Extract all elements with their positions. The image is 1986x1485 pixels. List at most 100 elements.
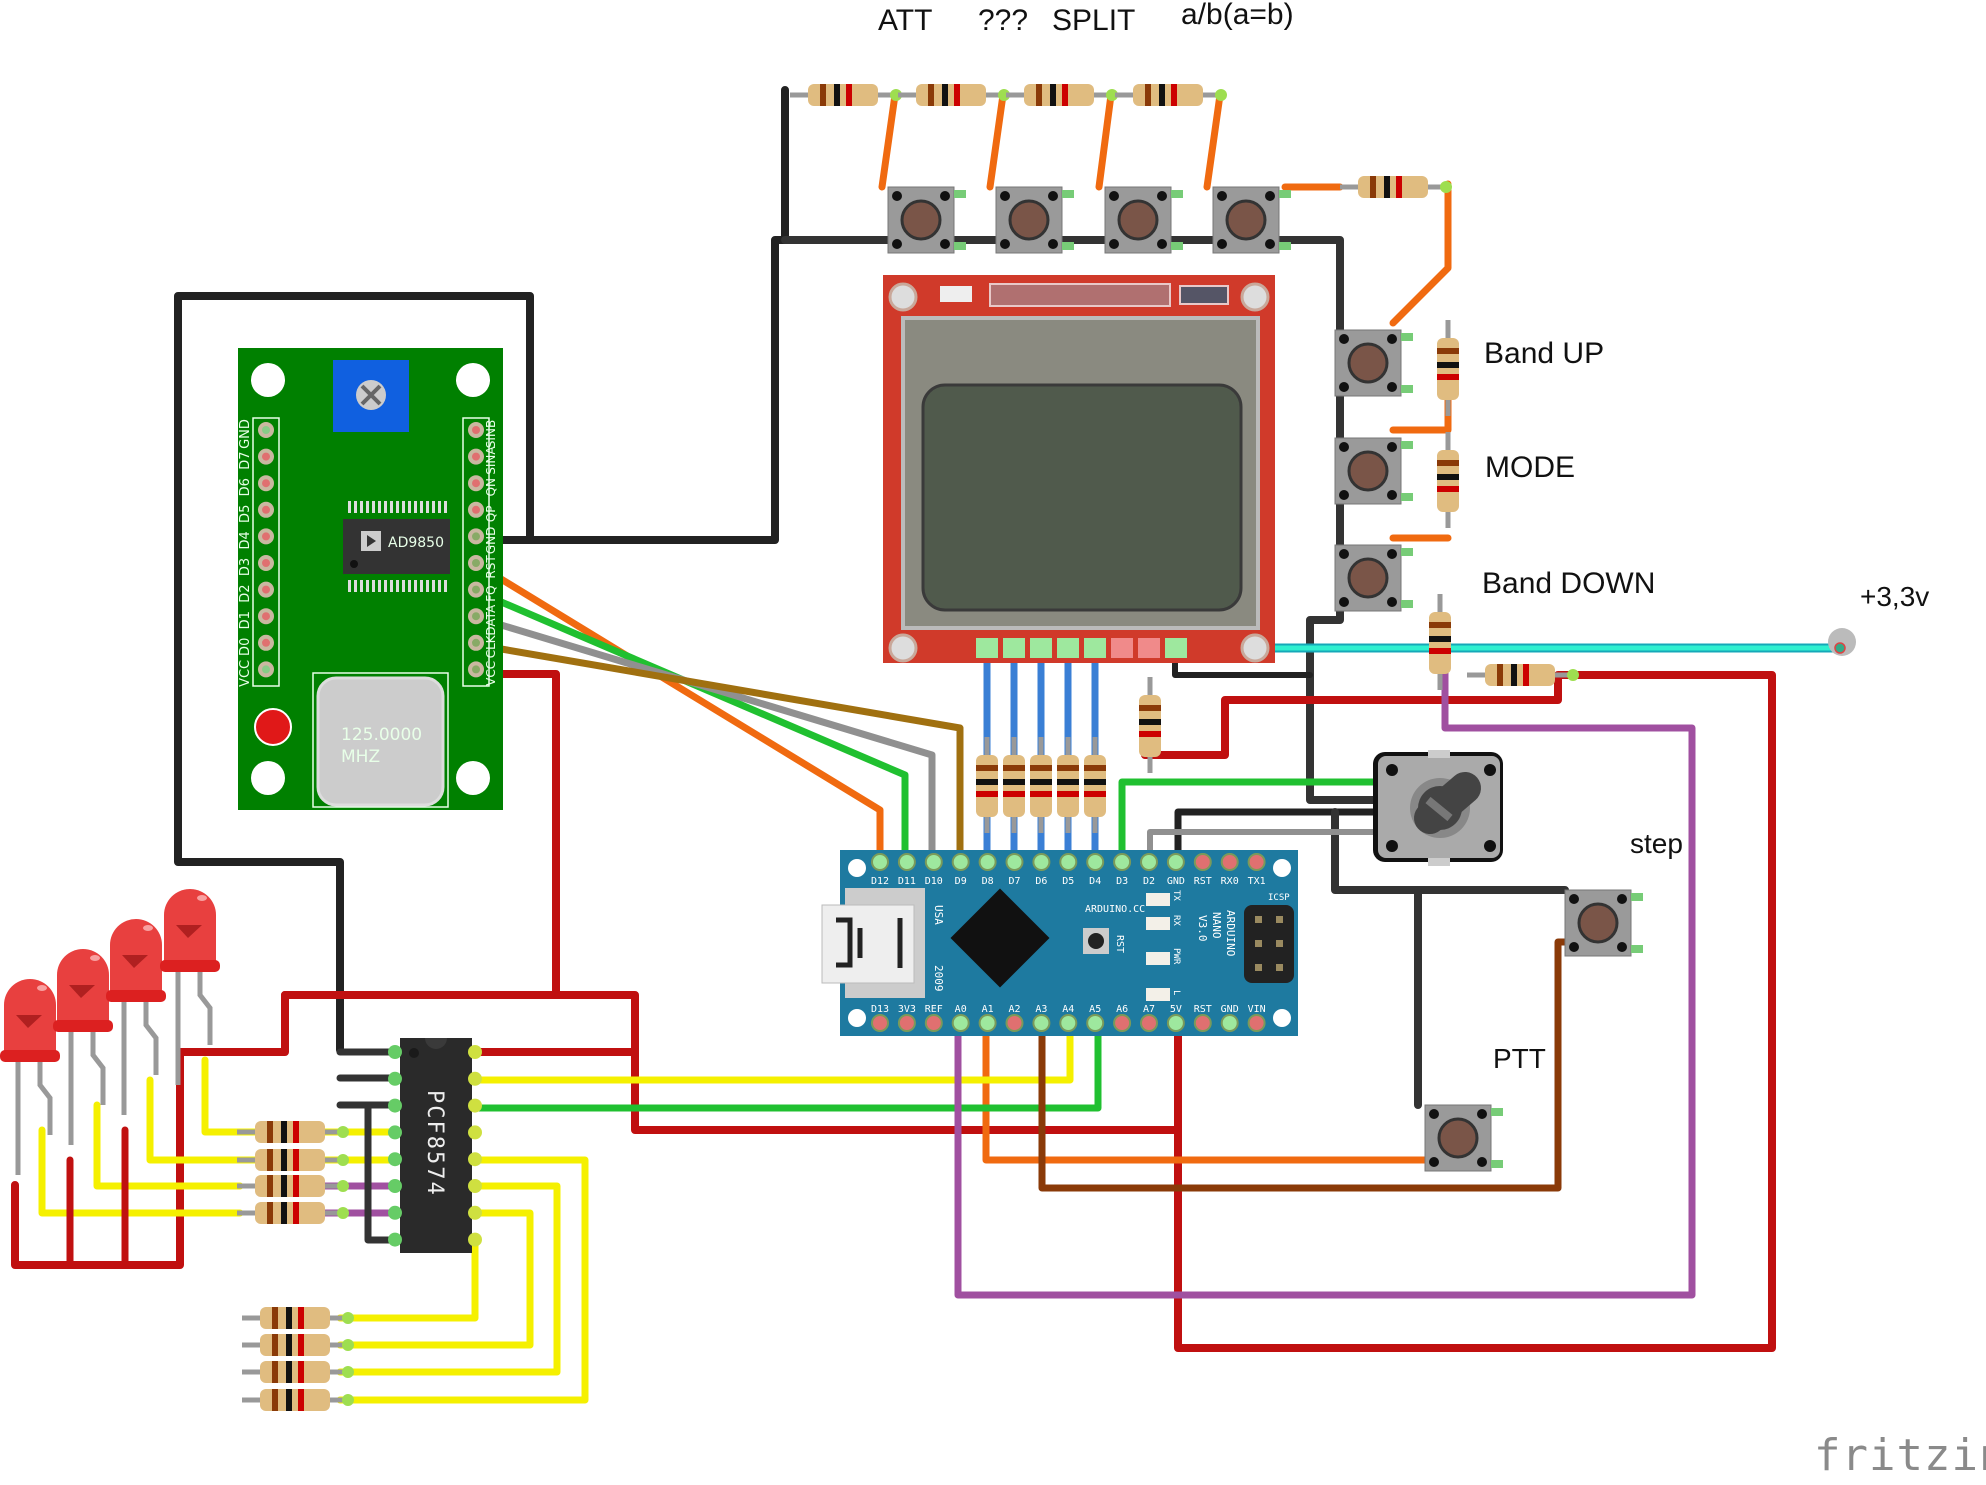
led-1[interactable] — [0, 979, 60, 1175]
led-2[interactable] — [53, 949, 113, 1145]
wire-fq-d11[interactable] — [474, 588, 909, 864]
resistor[interactable] — [1467, 664, 1579, 686]
pin-d4[interactable]: D4 — [238, 528, 274, 550]
pcf-pin-right[interactable] — [468, 1045, 482, 1059]
resistor[interactable] — [1030, 737, 1052, 833]
resistor[interactable] — [1006, 84, 1118, 106]
pin-fq[interactable]: FQ — [468, 581, 498, 602]
wire-p6[interactable] — [336, 1209, 534, 1349]
pin-qp[interactable]: QP — [468, 501, 498, 522]
nano-pin-d13[interactable]: D13 — [871, 1004, 889, 1032]
pin-gnd[interactable]: GND — [238, 419, 274, 449]
resistor[interactable] — [1003, 737, 1025, 833]
pin-d3[interactable]: D3 — [238, 555, 274, 576]
nokia5110-lcd[interactable] — [883, 275, 1275, 663]
nano-pin-5v[interactable]: 5V — [1166, 1004, 1185, 1032]
wire-gnd-nano[interactable] — [1174, 808, 1389, 864]
pcf-pin-left[interactable] — [388, 1205, 402, 1220]
lcd-pin[interactable] — [1111, 638, 1133, 658]
pcf-pin-left[interactable] — [388, 1125, 402, 1140]
nano-pin-a0[interactable]: A0 — [951, 1004, 970, 1032]
nano-pin-d10[interactable]: D10 — [925, 853, 943, 887]
wire-gnd-step[interactable] — [1331, 808, 1569, 894]
resistor[interactable] — [1057, 737, 1079, 833]
pcf-pin-right[interactable] — [468, 1098, 482, 1113]
pin-sinb[interactable]: SINB — [468, 420, 498, 448]
pcf-pin-right[interactable] — [468, 1179, 482, 1193]
pin-d0[interactable]: D0 — [238, 634, 274, 656]
lcd-pin[interactable] — [976, 638, 998, 658]
pin-sina[interactable]: SINA — [468, 446, 498, 475]
pcf-pin-right[interactable] — [468, 1071, 482, 1086]
resistor[interactable] — [976, 737, 998, 833]
wire-p5[interactable] — [336, 1182, 561, 1376]
push-button-band-up[interactable] — [1334, 329, 1413, 397]
nano-pin-a1[interactable]: A1 — [978, 1004, 997, 1032]
wire-d3-encoder[interactable] — [1118, 778, 1379, 864]
pcf-pin-right[interactable] — [468, 1125, 482, 1140]
pcf-pin-right[interactable] — [468, 1232, 482, 1247]
wire-btn-att[interactable] — [878, 91, 899, 191]
resistor[interactable] — [1084, 737, 1106, 833]
pcf-pin-right[interactable] — [468, 1152, 482, 1167]
pcf-pin-left[interactable] — [388, 1232, 402, 1247]
nano-pin-a3[interactable]: A3 — [1032, 1004, 1051, 1032]
pin-gnd[interactable]: GND — [468, 527, 498, 555]
push-button-ab[interactable] — [1212, 186, 1291, 254]
led-4[interactable] — [160, 889, 220, 1085]
icsp-header[interactable] — [1244, 905, 1294, 983]
lcd-pin[interactable] — [1084, 638, 1106, 658]
nano-pin-d8[interactable]: D8 — [978, 853, 997, 887]
pin-clk[interactable]: CLK — [468, 634, 498, 658]
wire-p4[interactable] — [336, 1156, 589, 1404]
wire-vcc-pcf[interactable] — [281, 991, 1182, 1134]
push-button-step[interactable] — [1564, 889, 1643, 957]
resistor[interactable] — [237, 1149, 349, 1171]
nano-pin-gnd[interactable]: GND — [1221, 1004, 1239, 1032]
wire-rst-d12[interactable] — [474, 561, 884, 864]
nano-pin-tx1[interactable]: TX1 — [1248, 853, 1266, 887]
wire-a5-pcf[interactable] — [466, 1016, 1102, 1112]
nano-pin-rx0[interactable]: RX0 — [1221, 853, 1239, 887]
lcd-pin[interactable] — [1030, 638, 1052, 658]
pin-d1[interactable]: D1 — [238, 608, 274, 629]
wire-a4-pcf[interactable] — [466, 1016, 1074, 1084]
nano-pin-d11[interactable]: D11 — [898, 853, 916, 887]
pin-qn[interactable]: QN — [468, 475, 498, 496]
nano-pin-rst[interactable]: RST — [1194, 1004, 1212, 1032]
pin-data[interactable]: DATA — [468, 604, 498, 636]
wire-a1[interactable] — [982, 1016, 1429, 1164]
pin-d6[interactable]: D6 — [238, 475, 274, 496]
resistor[interactable] — [1429, 594, 1451, 690]
wire-a0-buttons[interactable] — [954, 666, 1696, 1299]
resistor[interactable] — [1437, 432, 1459, 528]
pin-d7[interactable]: D7 — [238, 448, 274, 470]
wire-led-2[interactable] — [93, 1101, 244, 1190]
resistor[interactable] — [1115, 84, 1227, 106]
nano-pin-d3[interactable]: D3 — [1113, 853, 1132, 887]
pcf8574-chip[interactable]: PCF8574 — [388, 1038, 482, 1253]
nano-pin-rst[interactable]: RST — [1194, 853, 1212, 887]
push-button-att[interactable] — [887, 186, 966, 254]
lcd-pin[interactable] — [1003, 638, 1025, 658]
nano-pin-gnd[interactable]: GND — [1167, 853, 1185, 887]
pcf-pin-left[interactable] — [388, 1098, 402, 1113]
lcd-pin[interactable] — [1138, 638, 1160, 658]
wire-data-d10[interactable] — [474, 614, 936, 864]
nano-pin-d2[interactable]: D2 — [1140, 853, 1158, 887]
led-3[interactable] — [106, 919, 166, 1115]
lcd-pin[interactable] — [1057, 638, 1079, 658]
push-button-mode[interactable] — [1334, 437, 1413, 505]
push-button-split[interactable] — [1104, 186, 1183, 254]
nano-pin-d6[interactable]: D6 — [1032, 853, 1051, 887]
nano-pin-d4[interactable]: D4 — [1086, 853, 1105, 887]
wire-chain-down[interactable] — [1389, 180, 1452, 327]
resistor[interactable] — [242, 1389, 354, 1411]
wire-pcf-gnd[interactable] — [364, 1101, 399, 1244]
supply-terminal[interactable] — [1828, 628, 1856, 656]
push-button-ptt[interactable] — [1424, 1104, 1503, 1172]
pin-d5[interactable]: D5 — [238, 501, 274, 523]
wire-gnd-ad9850[interactable] — [471, 86, 789, 544]
